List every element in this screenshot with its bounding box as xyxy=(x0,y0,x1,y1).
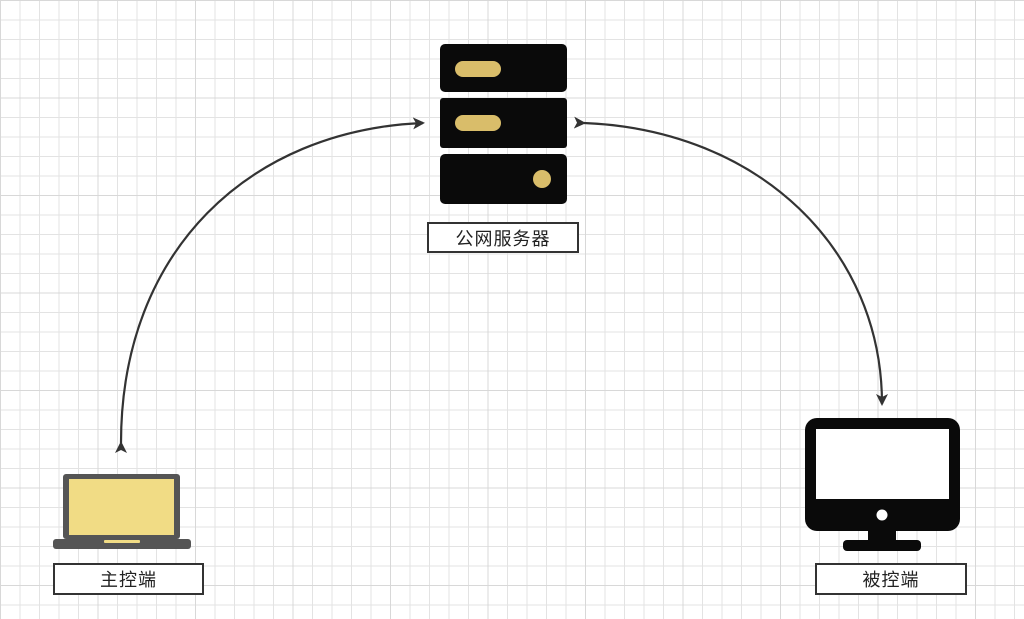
laptop-icon[interactable] xyxy=(53,474,191,549)
master-label: 主控端 xyxy=(53,563,204,595)
edge-master-server[interactable] xyxy=(114,117,425,454)
monitor-icon[interactable] xyxy=(805,418,960,551)
server-icon[interactable] xyxy=(440,44,567,204)
controlled-label: 被控端 xyxy=(815,563,967,595)
edge-server-controlled[interactable] xyxy=(573,116,888,406)
server-label: 公网服务器 xyxy=(427,222,579,253)
